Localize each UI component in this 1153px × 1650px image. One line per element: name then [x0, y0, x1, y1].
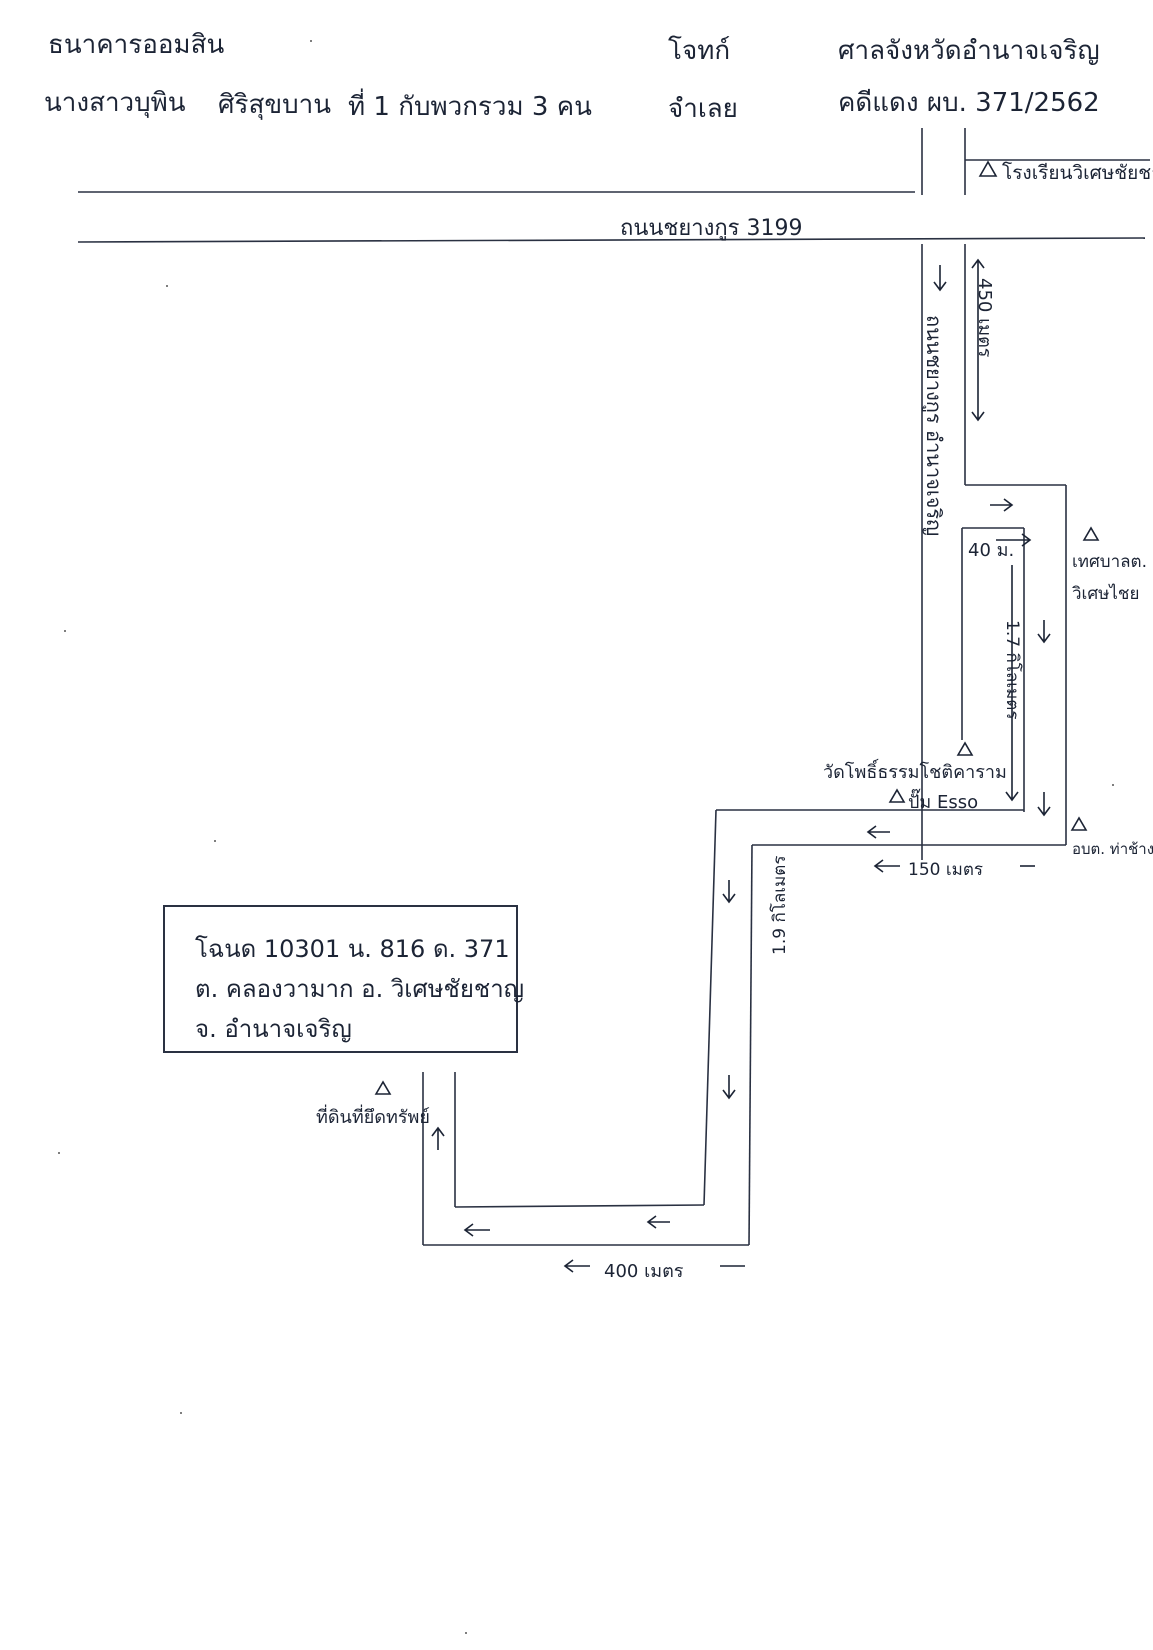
scan-speck	[310, 40, 312, 42]
marker-municipality	[1082, 526, 1100, 541]
landmark-markers	[374, 160, 1100, 1095]
distance-1-9: 1.9 กิโลเมตร	[770, 855, 790, 955]
distance-bar-450	[971, 258, 985, 422]
distance-40: 40 ม.	[968, 540, 1015, 561]
defendant-name: นางสาวบุพิน	[44, 88, 186, 118]
side-road-label: ถนนชยางกูร อำนาจเจริญ	[922, 315, 946, 537]
arrow-down-4	[722, 880, 736, 904]
defendant-suffix: ที่ 1 กับพวกรวม 3 คน	[348, 92, 592, 122]
scan-speck	[465, 1632, 467, 1634]
arrow-up-1	[431, 1126, 445, 1150]
plaintiff-bank: ธนาคารออมสิน	[48, 30, 225, 60]
route-arrows	[431, 258, 1051, 1273]
lower-road-right-edge	[748, 844, 753, 1246]
arrow-down-5	[722, 1075, 736, 1100]
arrow-right-1	[990, 498, 1014, 512]
subdistrict-label: อบต. ท่าช้าง	[1072, 840, 1153, 858]
land-title-line-2: ต. คลองวามาก อ. วิเศษชัยชาญ	[195, 975, 525, 1003]
defendant-surname: ศิริสุขบาน	[218, 90, 331, 120]
arrow-down-2	[1037, 620, 1051, 644]
land-title-line-3: จ. อำนาจเจริญ	[195, 1015, 352, 1043]
arrow-down-1	[933, 265, 947, 292]
distance-bar-17	[1005, 565, 1019, 802]
defendant-label: จำเลย	[668, 94, 738, 124]
bottom-road-top-edge	[454, 1204, 705, 1208]
marker-subdistrict	[1070, 816, 1088, 831]
gas-station-label: ปั๊ม Esso	[908, 792, 979, 813]
scan-speck	[64, 630, 66, 632]
arrow-right-40	[996, 533, 1032, 547]
marker-school	[978, 160, 998, 177]
scan-speck	[180, 1412, 182, 1414]
arrow-down-3	[1037, 792, 1051, 817]
municipality-label-2: วิเศษไชย	[1072, 584, 1140, 604]
main-road-bottom-edge	[77, 237, 1146, 243]
municipality-label-1: เทศบาลต.	[1072, 552, 1148, 572]
lower-road-left-edge	[703, 809, 717, 1206]
case-number: คดีแดง ผบ. 371/2562	[838, 88, 1100, 118]
land-title-box: โฉนด 10301 น. 816 ด. 371 ต. คลองวามาก อ.…	[163, 905, 524, 1053]
scan-speck	[58, 1152, 60, 1154]
temple-label: วัดโพธิ์ธรรมโชติคาราม	[823, 762, 1007, 783]
main-road-label: ถนนชยางกูร 3199	[620, 216, 803, 241]
distance-400: 400 เมตร	[604, 1261, 684, 1282]
scan-speck	[214, 840, 216, 842]
arrow-left-1	[866, 825, 890, 839]
land-title-line-1: โฉนด 10301 น. 816 ด. 371	[195, 935, 510, 963]
arrow-left-150	[873, 859, 900, 873]
distance-450: 450 เมตร	[974, 278, 995, 358]
scan-speck	[1112, 784, 1114, 786]
arrow-left-2	[646, 1215, 670, 1229]
distance-1-7: 1.7 กิโลเมตร	[1002, 620, 1022, 720]
marker-temple	[956, 741, 974, 756]
school-label: โรงเรียนวิเศษชัยชาญ	[1002, 162, 1153, 184]
marker-gas-station	[888, 788, 906, 803]
scan-speck	[166, 285, 168, 287]
arrow-left-3	[463, 1223, 490, 1237]
arrow-left-400	[563, 1259, 590, 1273]
court-name: ศาลจังหวัดอำนาจเจริญ	[838, 36, 1100, 66]
marker-property	[374, 1080, 392, 1095]
property-label: ที่ดินที่ยึดทรัพย์	[316, 1107, 430, 1128]
plaintiff-label: โจทก์	[668, 36, 731, 66]
distance-150: 150 เมตร	[908, 860, 984, 880]
